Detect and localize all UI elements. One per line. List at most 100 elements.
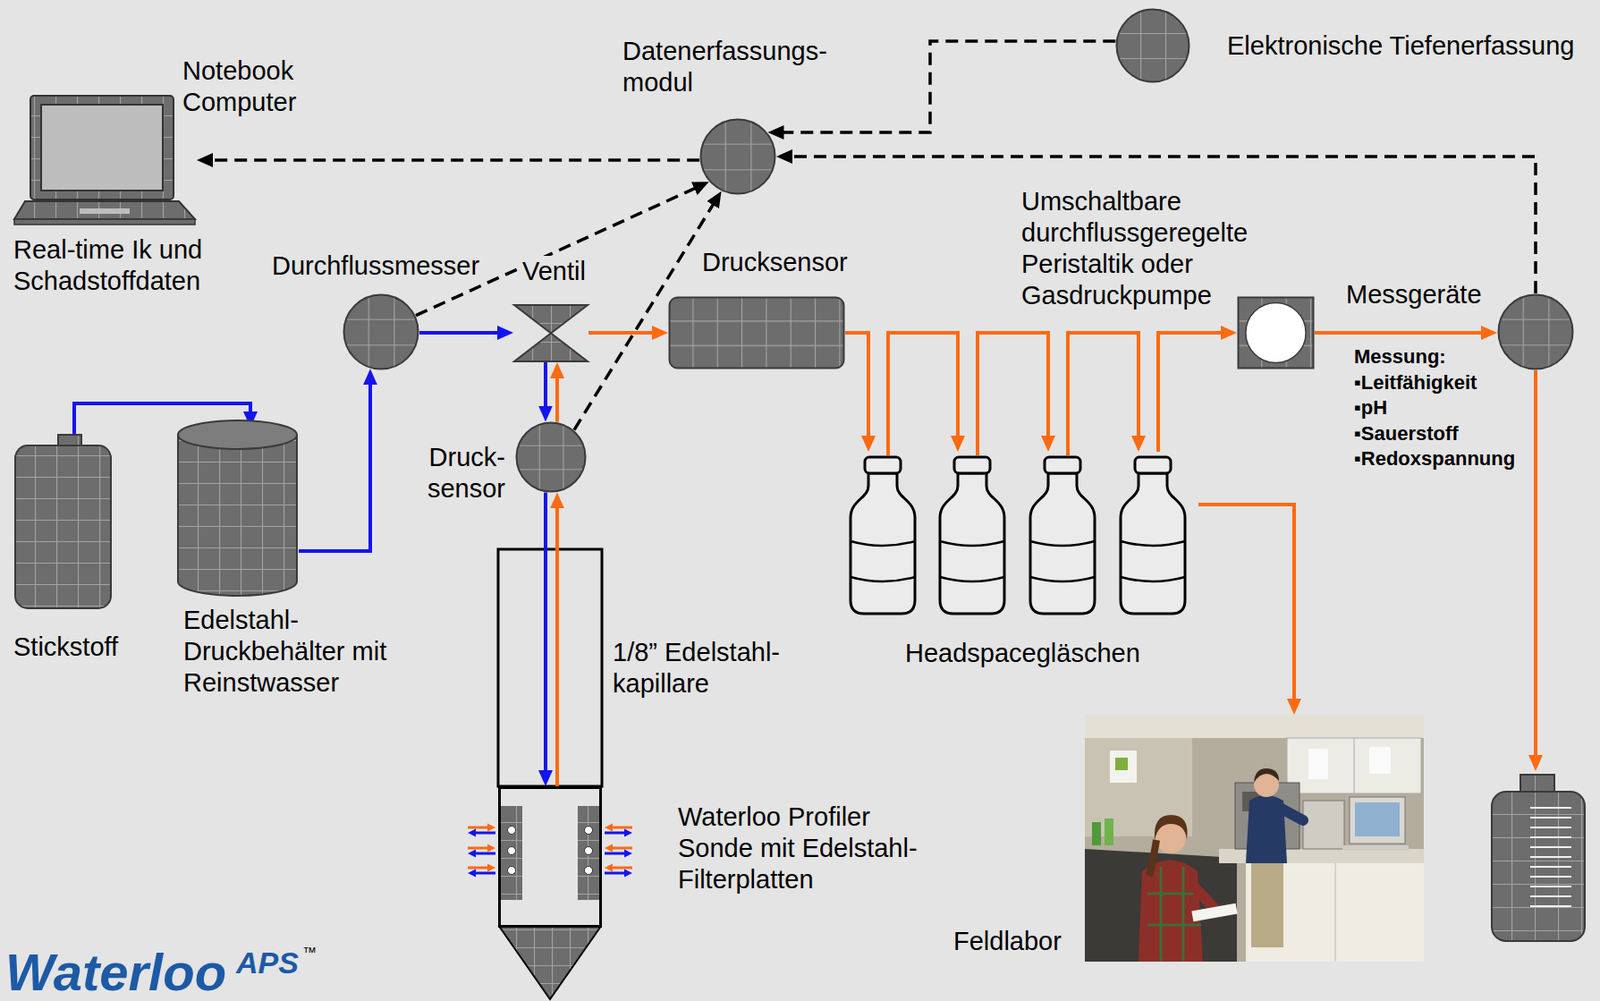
graphic-part <box>584 846 593 856</box>
graphic-part <box>487 844 496 853</box>
node-label: Notebook Computer <box>182 55 326 119</box>
node-label: Edelstahl- Druckbehälter mit Reinstwasse… <box>183 604 418 699</box>
graphic-part <box>514 333 588 363</box>
graphic-part <box>1030 541 1095 582</box>
logo-text: Waterloo <box>5 946 227 999</box>
flow-meter-circle-shape <box>342 293 420 371</box>
valve-symbol: Ventil <box>513 304 589 363</box>
node-label: Headspacegläschen <box>905 637 1141 669</box>
graphic-part <box>467 869 476 878</box>
headspace-vials-shape <box>840 451 1199 618</box>
graphic-part <box>79 208 130 214</box>
node-label: Umschaltbare durchflussgeregelte Perista… <box>1021 186 1256 312</box>
pressure-sensor-circle-shape <box>515 421 587 493</box>
graphic-part <box>1253 768 1279 783</box>
graphic-part <box>467 846 488 850</box>
graphic-part <box>177 434 179 582</box>
flow-arrow <box>555 371 559 423</box>
sample-pipe <box>1067 332 1139 456</box>
pressure-vessel-shape <box>176 418 299 598</box>
graphic-part <box>296 434 298 582</box>
waste-bottle <box>1491 774 1585 941</box>
flow-arrow <box>543 362 548 414</box>
node-label: Elektronische Tiefenerfassung <box>1227 30 1575 62</box>
waste-pipe <box>1533 370 1538 762</box>
node-detail: ▪pH <box>1354 395 1388 421</box>
graphic-part <box>14 219 195 225</box>
profiler-probe-shape <box>498 786 602 1000</box>
graphic-part <box>584 826 593 835</box>
graphic-part <box>467 829 476 838</box>
notebook-computer: Notebook ComputerReal-time Ik und Schads… <box>12 93 197 227</box>
graphic-part <box>15 445 111 609</box>
graphic-part <box>500 805 523 900</box>
field-lab-photo: Feldlabor <box>1084 714 1424 962</box>
graphic-part <box>1286 737 1422 794</box>
node-label: Ventil <box>520 255 588 288</box>
graphic-part <box>1349 796 1406 844</box>
graphic-part <box>624 849 633 858</box>
node-detail: ▪Leitfähigkeit <box>1354 370 1477 396</box>
graphic-part <box>487 863 496 872</box>
pressure-sensor-bar: Drucksensor <box>668 296 846 370</box>
graphic-part <box>1120 473 1186 614</box>
signal-arrow <box>777 41 1117 133</box>
graphic-part <box>604 831 625 835</box>
graphic-part <box>1303 800 1345 849</box>
logo-text: ™ <box>302 944 317 961</box>
graphic-part <box>864 457 901 474</box>
graphic-part <box>1154 814 1188 840</box>
node-label: Stickstoff <box>13 631 119 663</box>
graphic-part <box>1335 863 1337 962</box>
graphic-part <box>499 787 602 927</box>
graphic-part <box>577 805 600 900</box>
probe-tube <box>498 549 602 787</box>
sample-pipe <box>888 332 958 456</box>
graphic-part <box>584 866 593 875</box>
node-detail: ▪Sauerstoff <box>1354 421 1459 447</box>
node-label: Drucksensor <box>702 246 848 279</box>
graphic-part <box>1084 848 1237 962</box>
graphic-part <box>612 826 633 830</box>
notebook-computer-shape <box>12 93 197 227</box>
node-label: Datenerfassungs- modul <box>622 35 838 99</box>
meter-circle-shape <box>1497 293 1575 371</box>
graphic-part <box>612 866 633 870</box>
node-detail: Real-time Ik und Schadstoffdaten <box>13 234 238 297</box>
node-detail: ▪Redoxspannung <box>1354 446 1516 472</box>
graphic-part <box>1030 473 1095 614</box>
graphic-part <box>1084 714 1424 962</box>
data-logger-circle-shape <box>699 118 777 195</box>
graphic-part <box>1191 903 1237 923</box>
graphic-part <box>1530 807 1572 906</box>
data-logger-circle: Datenerfassungs- modul <box>699 118 777 195</box>
graphic-part <box>1238 297 1314 369</box>
logo-text: APS <box>236 946 299 979</box>
graphic-part <box>1115 757 1128 771</box>
graphic-part <box>1279 807 1304 821</box>
graphic-part <box>1251 857 1284 948</box>
graphic-part <box>850 473 915 614</box>
graphic-part <box>939 473 1005 614</box>
graphic-part <box>1084 714 1424 738</box>
flow-arrow <box>1158 332 1228 452</box>
valve-symbol-shape <box>513 304 589 363</box>
flow-arrow <box>588 330 660 335</box>
graphic-part <box>1092 821 1101 846</box>
node-label: Messgeräte <box>1346 279 1482 311</box>
graphic-part <box>624 829 633 838</box>
graphic-part <box>1044 457 1081 474</box>
graphic-part <box>41 104 163 191</box>
node-label: Waterloo Profiler Sonde mit Edelstahl- F… <box>677 801 938 896</box>
graphic-part <box>1104 818 1114 846</box>
graphic-part <box>1120 541 1186 582</box>
graphic-part <box>475 852 496 856</box>
graphic-part <box>1134 457 1171 474</box>
graphic-part <box>1245 302 1306 363</box>
meter-circle: MessgeräteMessung:▪Leitfähigkeit▪pH▪Saue… <box>1497 293 1575 371</box>
pressure-sensor-circle: Druck- sensor <box>515 421 587 493</box>
graphic-part <box>1369 746 1391 774</box>
